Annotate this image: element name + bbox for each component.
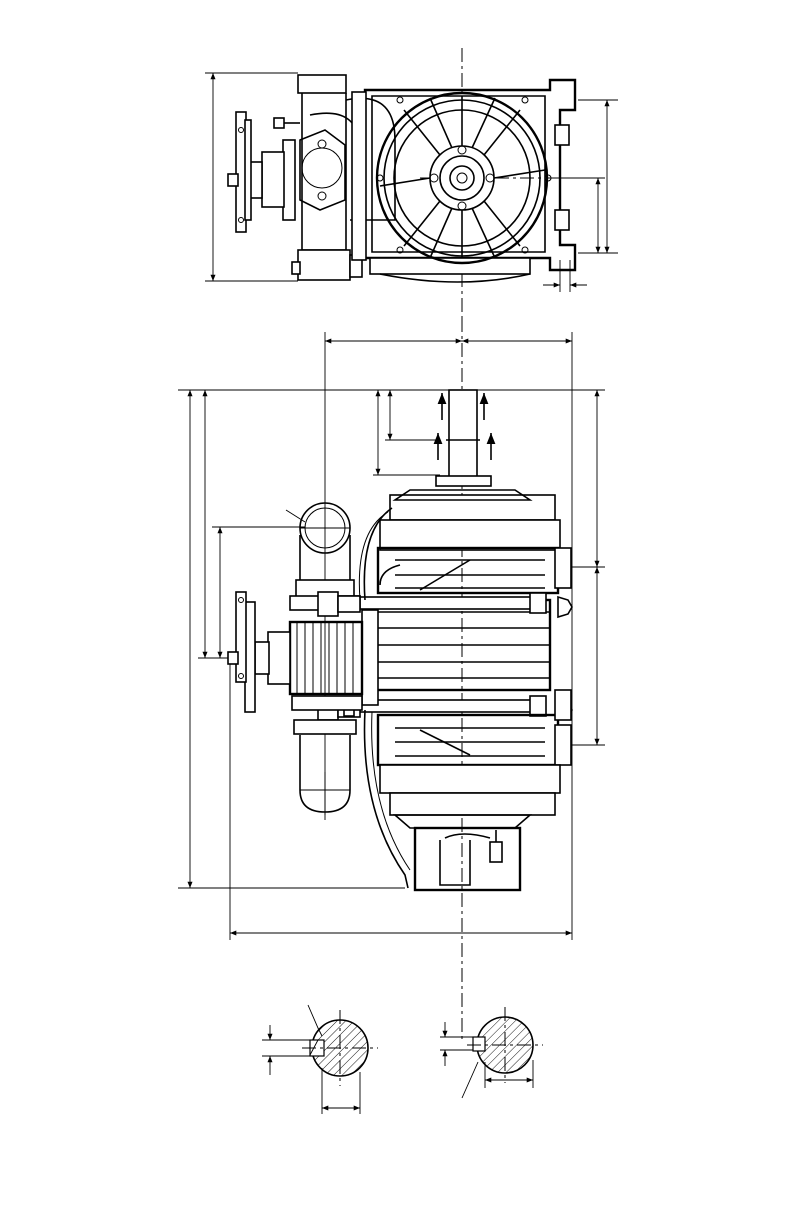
discharge-port [436, 390, 491, 486]
pump-body [360, 490, 572, 828]
top-port-dimensions [373, 390, 440, 475]
pump-base [415, 828, 520, 890]
shaft-section-right [440, 1007, 543, 1098]
shaft-section-left [262, 1005, 378, 1114]
end-view [205, 48, 618, 318]
pump-end-housing [352, 80, 575, 282]
front-view [178, 318, 605, 1040]
air-valve-assembly [228, 592, 362, 734]
discharge-elbow [228, 75, 395, 280]
